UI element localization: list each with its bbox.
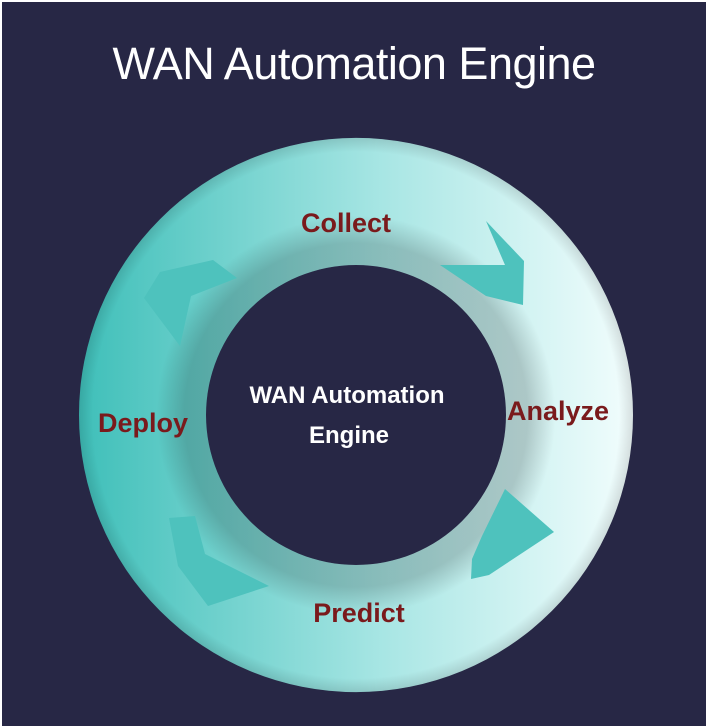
hub-label-line2: Engine	[309, 422, 389, 449]
stage-label-deploy: Deploy	[98, 408, 188, 438]
arrow-icon-deploy-to-collect	[144, 260, 237, 346]
stage-label-analyze: Analyze	[507, 396, 609, 426]
page-title: WAN Automation Engine	[112, 38, 596, 89]
arrow-icon-analyze-to-predict	[471, 489, 554, 579]
arrow-icon-collect-to-analyze	[440, 221, 524, 305]
hub-label-line1: WAN Automation	[249, 382, 444, 409]
arrow-icon-predict-to-deploy	[169, 516, 269, 606]
stage-label-predict: Predict	[313, 598, 405, 628]
stage-label-collect: Collect	[301, 208, 391, 238]
